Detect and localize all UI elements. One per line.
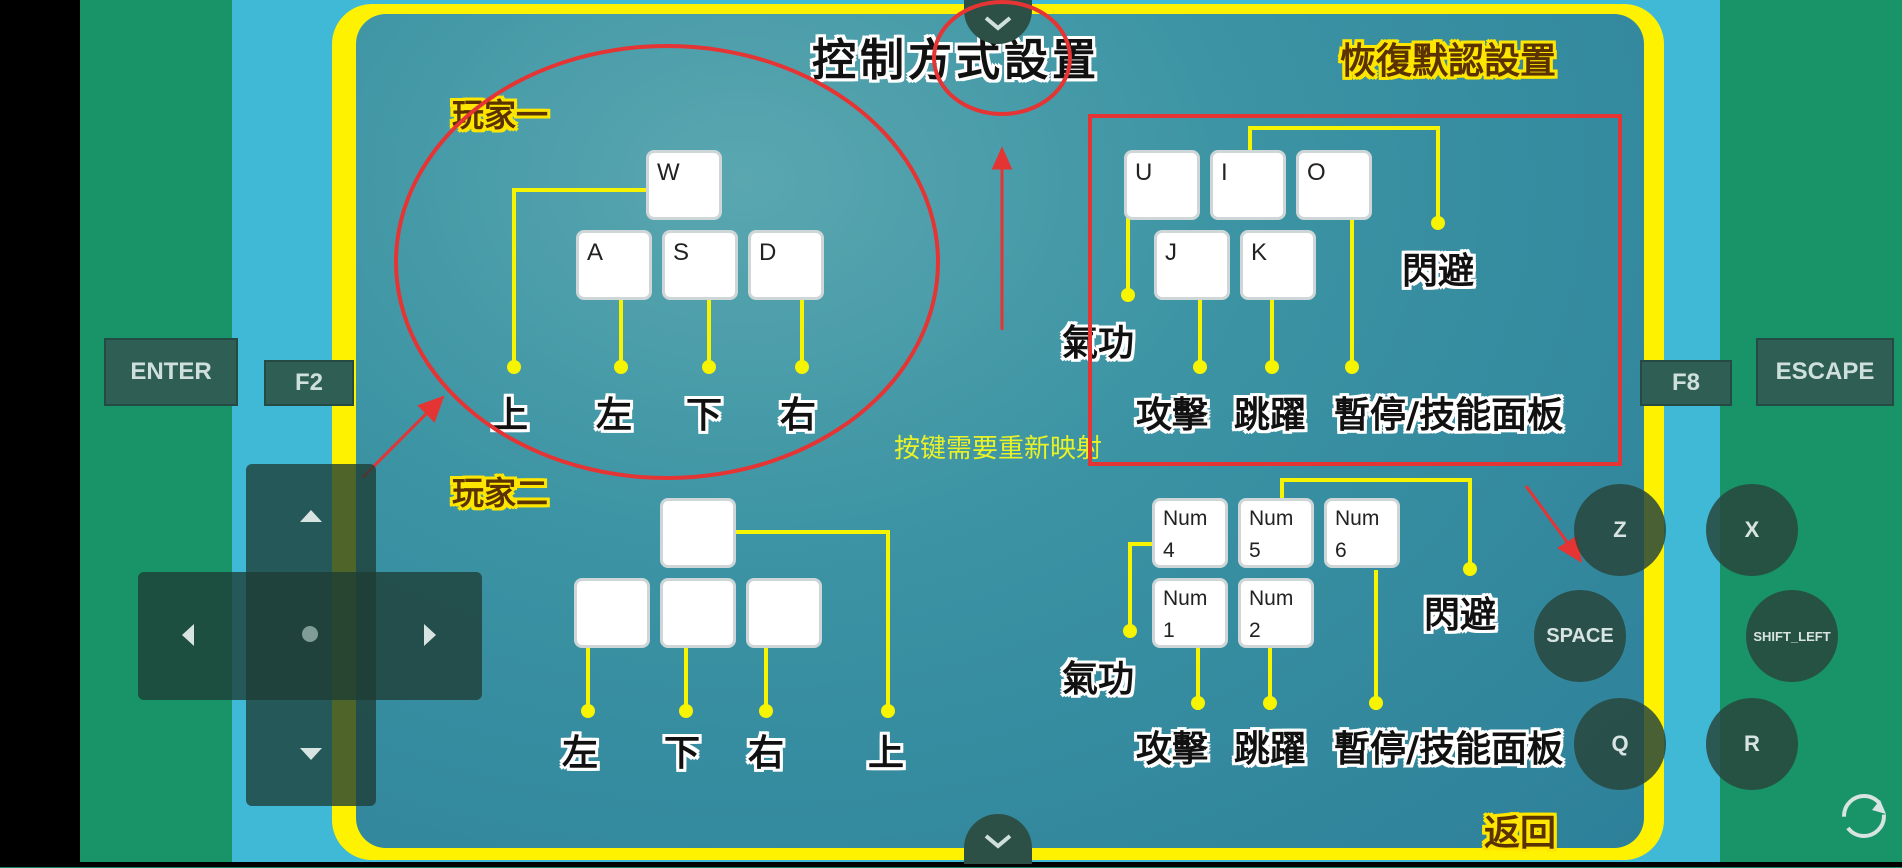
annotation-circle-top-tab xyxy=(932,0,1072,116)
rotate-screen-button[interactable] xyxy=(1836,788,1892,844)
bottom-edge xyxy=(0,862,1902,867)
connector xyxy=(1270,296,1274,368)
p2-key-left[interactable] xyxy=(574,578,650,648)
annotation-circle-player1 xyxy=(394,44,940,480)
connector-dot xyxy=(1121,288,1135,302)
left-overlay-strip xyxy=(80,0,232,867)
connector-dot xyxy=(1431,216,1445,230)
connector xyxy=(684,646,688,710)
connector xyxy=(1436,126,1440,222)
p1-key-jump[interactable]: K xyxy=(1240,230,1316,300)
escape-button[interactable]: ESCAPE xyxy=(1756,338,1894,406)
p1-label-pause: 暫停/技能面板 xyxy=(1334,395,1564,436)
p2-label-pause: 暫停/技能面板 xyxy=(1334,729,1564,770)
p2-key-down[interactable] xyxy=(660,578,736,648)
connector xyxy=(1198,296,1202,368)
enter-button[interactable]: ENTER xyxy=(104,338,238,406)
connector xyxy=(764,646,768,710)
p1-label-jump: 跳躍 xyxy=(1234,395,1307,436)
connector-dot xyxy=(1463,562,1477,576)
p1-key-dodge[interactable]: O xyxy=(1296,150,1372,220)
connector xyxy=(1248,126,1252,156)
dpad-right-button[interactable] xyxy=(414,620,444,650)
connector xyxy=(1248,126,1438,130)
connector-dot xyxy=(1345,360,1359,374)
dpad-left-button[interactable] xyxy=(174,620,204,650)
connector xyxy=(1280,478,1284,500)
connector xyxy=(1196,646,1200,710)
p1-label-dodge: 閃避 xyxy=(1402,251,1475,292)
arrow-right-icon xyxy=(424,624,436,646)
dpad-center xyxy=(302,626,318,642)
connector xyxy=(734,530,890,534)
p2-label-attack: 攻擊 xyxy=(1136,729,1209,770)
p2-label-left: 左 xyxy=(562,733,599,774)
dpad-down-button[interactable] xyxy=(296,740,326,770)
connector xyxy=(1126,218,1130,294)
p2-label-down: 下 xyxy=(664,733,701,774)
connector-dot xyxy=(1193,360,1207,374)
p2-key-up[interactable] xyxy=(660,498,736,568)
annotation-note: 按键需要重新映射 xyxy=(894,434,1103,464)
r-button[interactable]: R xyxy=(1706,698,1798,790)
p2-label-qigong: 氣功 xyxy=(1062,659,1135,700)
p1-label-qigong: 氣功 xyxy=(1062,323,1135,364)
rotate-icon xyxy=(1842,794,1886,838)
connector xyxy=(1128,542,1132,630)
p1-key-i[interactable]: I xyxy=(1210,150,1286,220)
arrow-down-icon xyxy=(300,748,322,760)
connector xyxy=(1268,646,1272,710)
reset-defaults-button[interactable]: 恢復默認設置 xyxy=(1340,41,1557,82)
player2-label: 玩家二 xyxy=(452,474,549,512)
chevron-down-icon xyxy=(984,834,1012,849)
left-letterbox xyxy=(0,0,80,867)
p2-label-right: 右 xyxy=(748,733,785,774)
connector-dot xyxy=(881,704,895,718)
connector xyxy=(1374,570,1378,710)
back-button[interactable]: 返回 xyxy=(1484,813,1557,854)
f8-button[interactable]: F8 xyxy=(1640,360,1732,406)
p2-key-right[interactable] xyxy=(746,578,822,648)
p2-label-up: 上 xyxy=(868,733,905,774)
dpad-up-button[interactable] xyxy=(296,500,326,530)
connector-dot xyxy=(1263,696,1277,710)
arrow-up-icon xyxy=(300,510,322,522)
q-button[interactable]: Q xyxy=(1574,698,1666,790)
p2-label-dodge: 閃避 xyxy=(1424,595,1497,636)
p2-label-jump: 跳躍 xyxy=(1234,729,1307,770)
connector-dot xyxy=(759,704,773,718)
p1-key-qigong[interactable]: U xyxy=(1124,150,1200,220)
connector-dot xyxy=(1369,696,1383,710)
connector xyxy=(1350,218,1354,368)
space-button[interactable]: SPACE xyxy=(1534,590,1626,682)
connector-dot xyxy=(1191,696,1205,710)
connector-dot xyxy=(679,704,693,718)
connector-dot xyxy=(1123,624,1137,638)
connector xyxy=(886,530,890,710)
connector xyxy=(1468,478,1472,566)
f2-button[interactable]: F2 xyxy=(264,360,354,406)
p1-label-attack: 攻擊 xyxy=(1136,395,1209,436)
z-button[interactable]: Z xyxy=(1574,484,1666,576)
connector-dot xyxy=(1265,360,1279,374)
connector xyxy=(1128,542,1154,546)
annotation-box-actions xyxy=(1088,114,1622,466)
connector xyxy=(586,646,590,710)
p1-key-attack[interactable]: J xyxy=(1154,230,1230,300)
bottom-collapse-tab[interactable] xyxy=(964,814,1032,864)
x-button[interactable]: X xyxy=(1706,484,1798,576)
arrow-left-icon xyxy=(182,624,194,646)
shift-left-button[interactable]: SHIFT_LEFT xyxy=(1746,590,1838,682)
connector-dot xyxy=(581,704,595,718)
connector xyxy=(1280,478,1472,482)
